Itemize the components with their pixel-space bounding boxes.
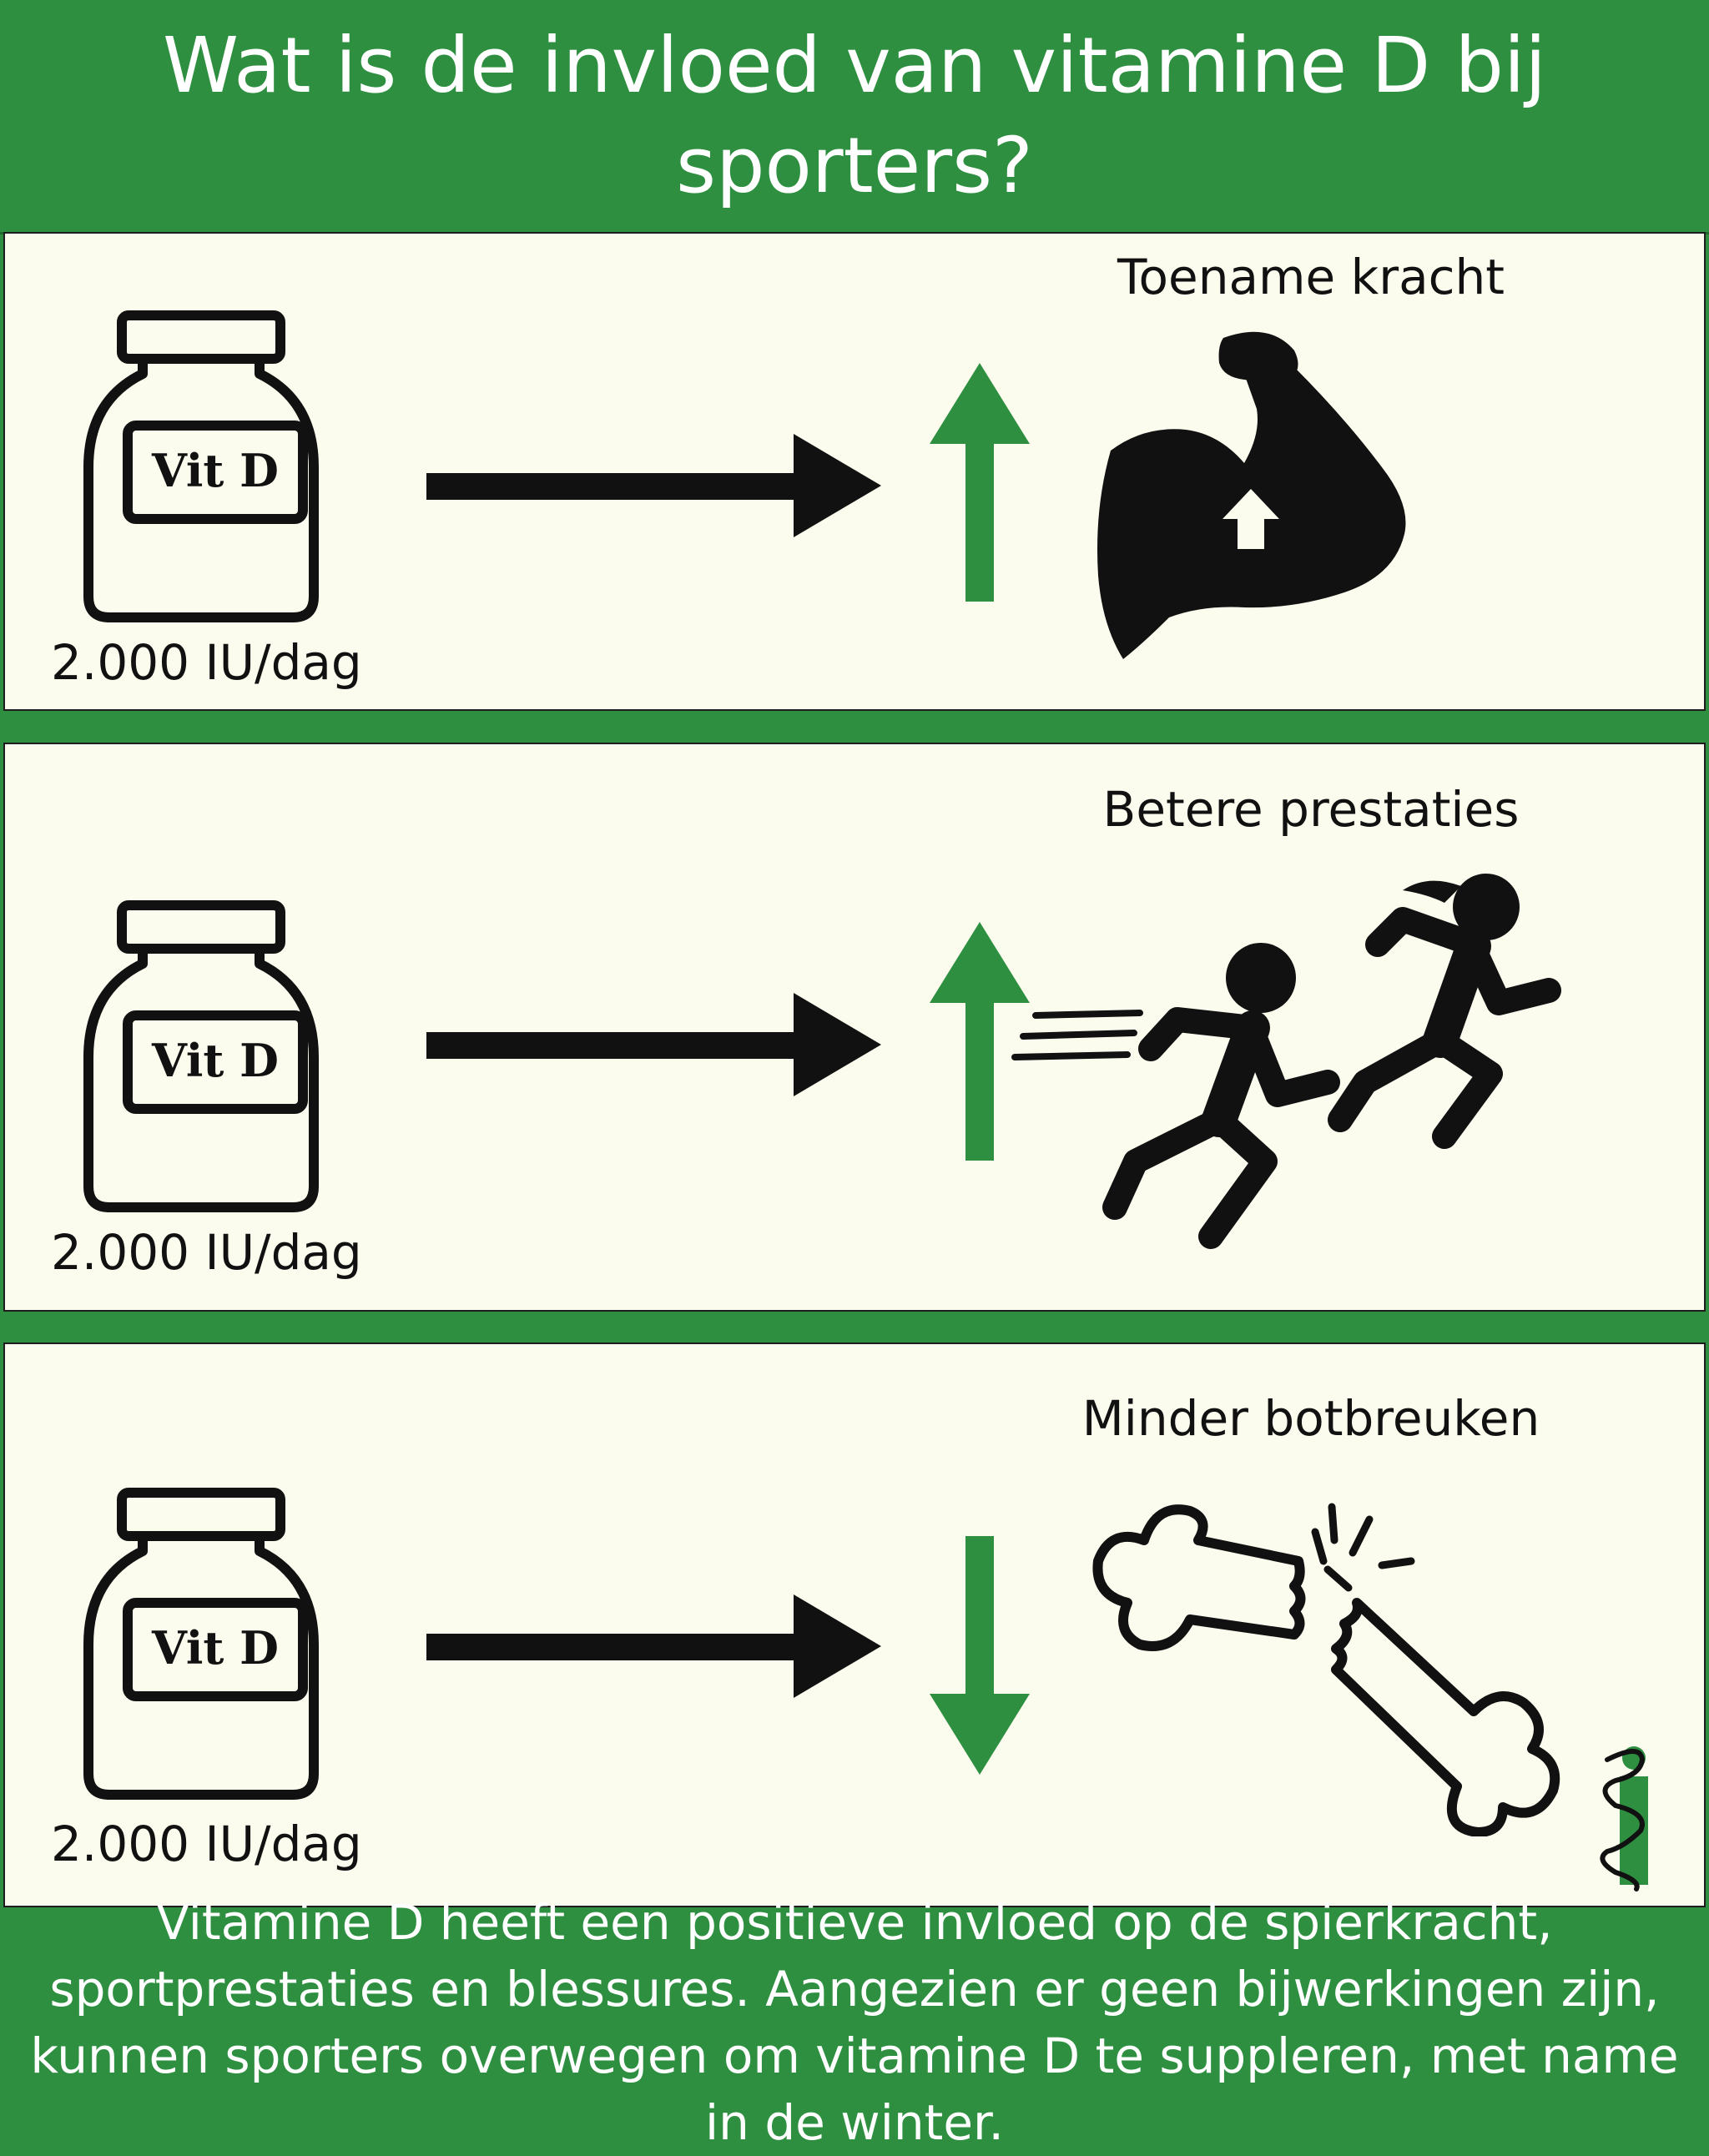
dose-label: 2.000 IU/dag [51, 634, 362, 691]
broken-bone-icon [1092, 1503, 1560, 1836]
panel-strength: Toename kracht Vit D 2.000 IU/dag [3, 232, 1706, 711]
vitamin-bottle-icon: Vit D [83, 900, 319, 1212]
panel-fractures: Minder botbreuken Vit D 2.000 IU/dag [3, 1342, 1706, 1907]
panel-title: Betere prestaties [1102, 781, 1520, 838]
down-arrow-icon [930, 1536, 1030, 1775]
flexed-arm-icon [1097, 331, 1406, 659]
dose-label: 2.000 IU/dag [51, 1224, 362, 1281]
runners-icon [1011, 874, 1561, 1249]
panel-title: Minder botbreuken [1081, 1390, 1540, 1447]
bottle-label: Vit D [151, 444, 279, 497]
panel-title: Toename kracht [1117, 249, 1505, 305]
footer-banner: Vitamine D heeft een positieve invloed o… [0, 1894, 1709, 2151]
right-arrow-icon [426, 434, 881, 537]
summary-text: Vitamine D heeft een positieve invloed o… [30, 1894, 1679, 2151]
up-arrow-icon [930, 363, 1030, 602]
bottle-label: Vit D [151, 1034, 279, 1087]
header-banner: Wat is de invloed van vitamine D bij spo… [0, 0, 1709, 234]
up-arrow-icon [930, 922, 1030, 1161]
panel-performance: Betere prestaties Vit D 2.000 IU/dag [3, 743, 1706, 1312]
page-title: Wat is de invloed van vitamine D bij spo… [163, 21, 1546, 210]
right-arrow-icon [426, 1594, 881, 1698]
vitamin-bottle-icon: Vit D [83, 1488, 319, 1800]
bottle-label: Vit D [151, 1621, 279, 1675]
medical-info-logo-icon [1600, 1746, 1648, 1892]
dose-label: 2.000 IU/dag [51, 1816, 362, 1872]
right-arrow-icon [426, 993, 881, 1096]
vitamin-bottle-icon: Vit D [83, 310, 319, 622]
